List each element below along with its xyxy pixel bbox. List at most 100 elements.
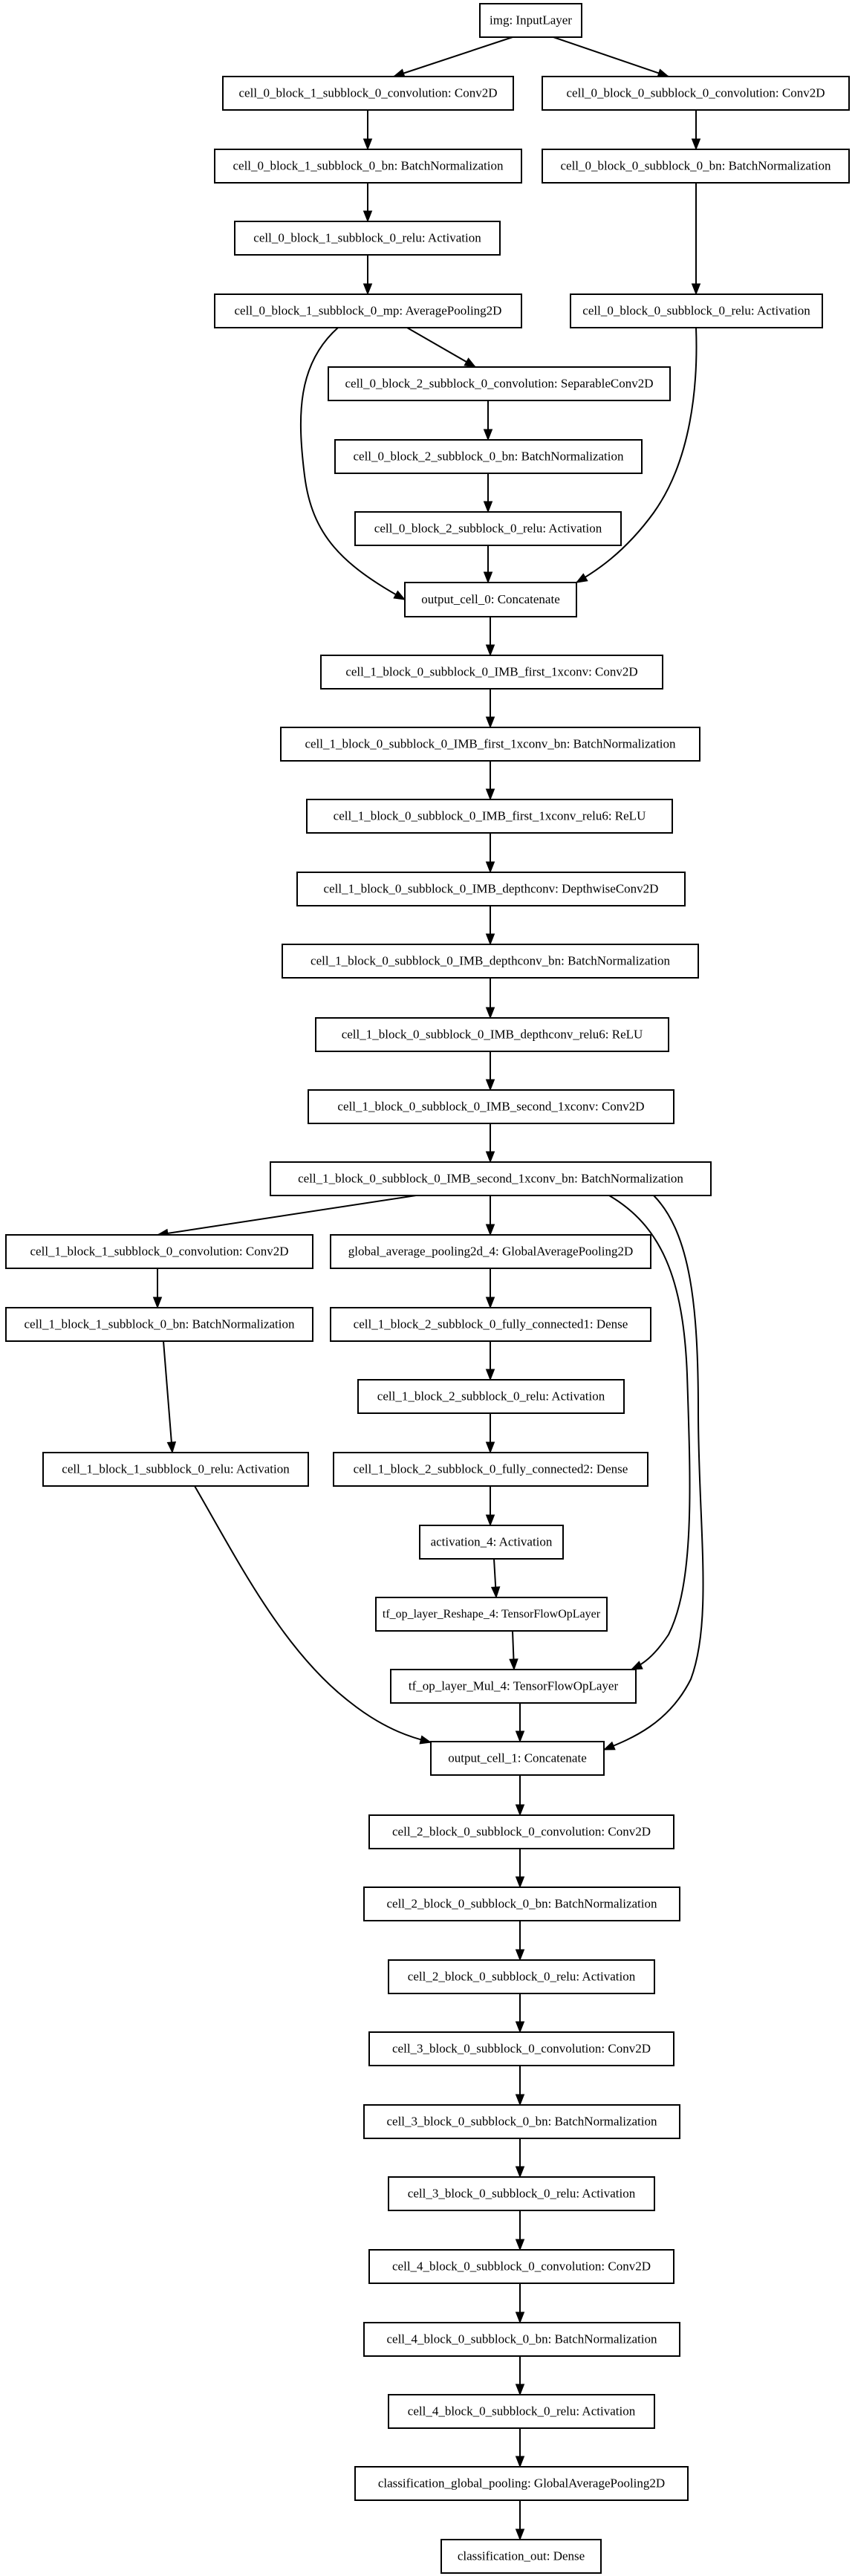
arrowhead-icon — [485, 1369, 495, 1381]
arrowhead-icon — [485, 1297, 495, 1309]
node-box — [542, 76, 850, 111]
node-label: cell_0_block_1_subblock_0_relu: Activati… — [253, 230, 481, 244]
node-c4-bn: cell_4_block_0_subblock_0_bn: BatchNorma… — [363, 2322, 680, 2357]
arrowhead-icon — [363, 283, 373, 296]
node-box — [334, 439, 643, 474]
edge-line — [608, 1195, 691, 1670]
edge-img-to-c0b0_conv — [553, 36, 670, 78]
edge-cls_pool-to-cls_out — [515, 2500, 525, 2541]
node-label: output_cell_0: Concatenate — [421, 592, 559, 606]
node-label: cell_1_block_0_subblock_0_IMB_depthconv_… — [311, 953, 670, 967]
node-label: cell_1_block_1_subblock_0_convolution: C… — [30, 1244, 289, 1258]
arrowhead-icon — [515, 2384, 525, 2396]
node-c1b1-conv: cell_1_block_1_subblock_0_convolution: C… — [5, 1234, 313, 1269]
node-c1b2-fc2: cell_1_block_2_subblock_0_fully_connecte… — [333, 1452, 648, 1487]
node-c0b1-conv: cell_0_block_1_subblock_0_convolution: C… — [222, 76, 514, 111]
edge-line — [603, 1195, 704, 1751]
arrowhead-icon — [485, 788, 495, 801]
node-box — [214, 149, 522, 184]
node-box — [375, 1597, 608, 1632]
edge-act4-to-reshape4 — [490, 1558, 501, 1599]
node-act4: activation_4: Activation — [419, 1525, 564, 1560]
node-box — [320, 655, 663, 690]
arrowhead-icon — [485, 933, 495, 946]
node-c0b1-relu: cell_0_block_1_subblock_0_relu: Activati… — [234, 221, 501, 256]
arrowhead-icon — [515, 2456, 525, 2468]
edge-c4_relu-to-cls_pool — [515, 2428, 525, 2468]
arrowhead-icon — [575, 573, 588, 583]
node-label: cell_3_block_0_subblock_0_bn: BatchNorma… — [386, 2114, 657, 2128]
node-img: img: InputLayer — [479, 3, 582, 38]
node-box — [430, 1741, 605, 1776]
edge-line — [576, 327, 698, 583]
edge-c0b2_bn-to-c0b2_relu — [483, 473, 493, 513]
node-c0b2-bn: cell_0_block_2_subblock_0_bn: BatchNorma… — [334, 439, 643, 474]
node-c1b2-relu: cell_1_block_2_subblock_0_relu: Activati… — [357, 1379, 625, 1414]
node-imb-dw-relu6: cell_1_block_0_subblock_0_IMB_depthconv_… — [315, 1017, 669, 1052]
edge-line — [157, 1195, 417, 1236]
node-box — [42, 1452, 309, 1487]
node-label: cell_1_block_0_subblock_0_IMB_second_1xc… — [298, 1171, 683, 1185]
arrowhead-icon — [515, 2239, 525, 2251]
edge-c0b1_bn-to-c0b1_relu — [363, 183, 373, 223]
edge-c2_relu-to-c3_conv — [515, 1993, 525, 2034]
node-label: global_average_pooling2d_4: GlobalAverag… — [348, 1244, 634, 1258]
arrowhead-icon — [515, 1949, 525, 1962]
edge-imb_dw_bn-to-imb_dw_relu6 — [485, 978, 495, 1019]
node-label: cell_0_block_1_subblock_0_convolution: C… — [239, 85, 498, 100]
node-box — [5, 1234, 313, 1269]
node-box — [390, 1669, 637, 1704]
edge-c0b1_conv-to-c0b1_bn — [363, 110, 373, 151]
node-c0b0-bn: cell_0_block_0_subblock_0_bn: BatchNorma… — [542, 149, 850, 184]
node-box — [368, 2031, 674, 2066]
arrowhead-icon — [152, 1297, 163, 1309]
node-box — [388, 2176, 655, 2211]
node-label: output_cell_1: Concatenate — [448, 1751, 586, 1765]
node-imb-second: cell_1_block_0_subblock_0_IMB_second_1xc… — [308, 1089, 674, 1124]
arrowhead-icon — [515, 2166, 525, 2178]
arrowhead-icon — [483, 501, 493, 513]
edge-out1-to-c2_conv — [515, 1775, 525, 1817]
edge-imb_second_bn-to-out1 — [602, 1195, 704, 1751]
edge-imb_first_bn-to-imb_first_relu6 — [485, 761, 495, 801]
node-label: cell_0_block_1_subblock_0_bn: BatchNorma… — [233, 158, 504, 172]
node-label: cell_0_block_0_subblock_0_bn: BatchNorma… — [560, 158, 831, 172]
edge-c1b1_conv-to-c1b1_bn — [152, 1268, 163, 1309]
node-label: cell_1_block_1_subblock_0_relu: Activati… — [62, 1461, 290, 1476]
edge-c0b1_mp-to-c0b2_conv — [406, 327, 477, 368]
node-imb-first-bn: cell_1_block_0_subblock_0_IMB_first_1xco… — [280, 727, 700, 762]
edge-line — [299, 327, 406, 600]
arrowhead-icon — [515, 2528, 525, 2541]
node-out1: output_cell_1: Concatenate — [430, 1741, 605, 1776]
node-c1b1-relu: cell_1_block_1_subblock_0_relu: Activati… — [42, 1452, 309, 1487]
edge-c1b1_relu-to-out1 — [194, 1485, 432, 1745]
arrowhead-icon — [485, 1007, 495, 1019]
node-box — [542, 149, 850, 184]
node-box — [296, 872, 686, 906]
node-c0b0-relu: cell_0_block_0_subblock_0_relu: Activati… — [570, 293, 823, 328]
node-c2-bn: cell_2_block_0_subblock_0_bn: BatchNorma… — [363, 1886, 680, 1921]
node-label: img: InputLayer — [490, 13, 572, 27]
edge-out0-to-imb_first — [485, 617, 495, 657]
node-label: cell_3_block_0_subblock_0_convolution: C… — [392, 2041, 651, 2055]
edge-c2_bn-to-c2_relu — [515, 1921, 525, 1962]
arrowhead-icon — [485, 1079, 495, 1091]
node-box — [419, 1525, 564, 1560]
nodes-layer: img: InputLayer cell_0_block_1_subblock_0… — [5, 3, 850, 2574]
node-label: cell_1_block_0_subblock_0_IMB_depthconv_… — [342, 1027, 643, 1041]
node-label: cell_1_block_1_subblock_0_bn: BatchNorma… — [24, 1317, 295, 1331]
edge-c0b0_bn-to-c0b0_relu — [691, 183, 701, 296]
node-label: classification_global_pooling: GlobalAve… — [378, 2476, 665, 2490]
arrowhead-icon — [515, 2094, 525, 2106]
edge-c0b0_relu-to-out0 — [575, 327, 698, 583]
node-label: cell_1_block_2_subblock_0_fully_connecte… — [354, 1461, 628, 1476]
edge-gap4-to-c1b2_fc1 — [485, 1268, 495, 1309]
edge-line — [194, 1485, 432, 1743]
arrowhead-icon — [485, 1514, 495, 1527]
node-label: activation_4: Activation — [431, 1534, 553, 1548]
node-c1b2-fc1: cell_1_block_2_subblock_0_fully_connecte… — [330, 1307, 651, 1342]
arrowhead-icon — [515, 1876, 525, 1889]
arrowhead-icon — [485, 644, 495, 657]
node-box — [282, 944, 699, 979]
